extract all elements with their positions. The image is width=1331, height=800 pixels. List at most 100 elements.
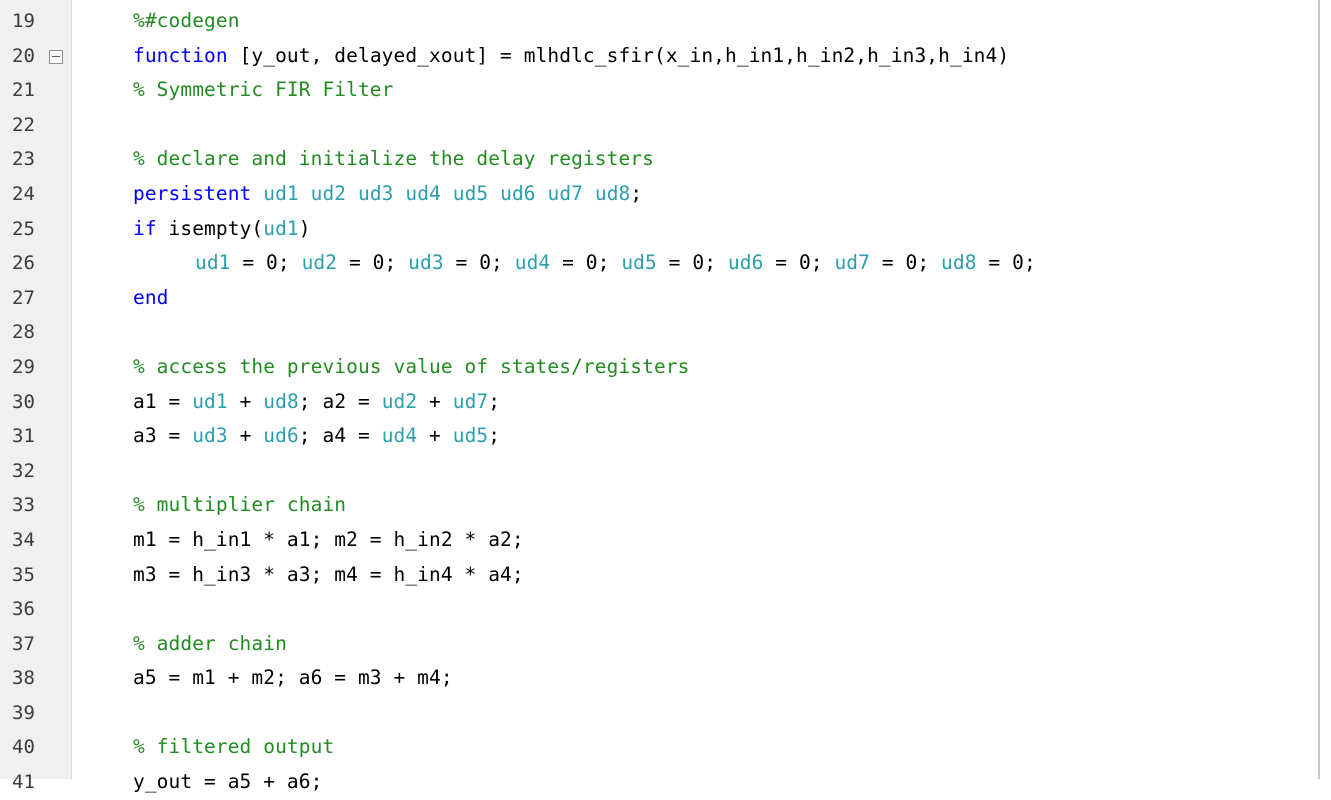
persistent-variable-token: ud8 xyxy=(941,251,977,275)
code-token xyxy=(583,182,595,205)
code-token: y_out = a5 + a6; xyxy=(133,770,323,794)
persistent-variable-token: ud5 xyxy=(452,181,489,205)
code-token: = 0; xyxy=(976,251,1036,275)
code-token: [y_out, delayed_xout] = mlhdlc_sfir(x_in… xyxy=(227,43,1010,67)
keyword-token: end xyxy=(133,285,169,309)
line-number: 36 xyxy=(12,598,35,621)
persistent-variable-token: ud2 xyxy=(381,389,418,413)
code-token: = 0; xyxy=(870,251,942,275)
line-number: 23 xyxy=(12,148,35,171)
code-line[interactable]: 19 %#codegen xyxy=(0,4,1318,39)
code-line[interactable]: 35 m3 = h_in3 * a3; m4 = h_in4 * a4; xyxy=(0,558,1318,593)
code-token: + xyxy=(227,389,264,413)
line-number: 32 xyxy=(12,459,35,482)
code-line[interactable]: 21 % Symmetric FIR Filter xyxy=(0,73,1318,108)
comment-token: % declare and initialize the delay regis… xyxy=(133,147,654,171)
keyword-token: if xyxy=(133,216,157,240)
code-line[interactable]: 37% adder chain xyxy=(0,627,1318,662)
persistent-variable-token: ud4 xyxy=(381,424,418,448)
code-line[interactable]: 38 a5 = m1 + m2; a6 = m3 + m4; xyxy=(0,661,1318,696)
code-token: m1 = h_in1 * a1; m2 = h_in2 * a2; xyxy=(133,527,524,551)
code-token: ; xyxy=(630,181,643,205)
comment-token: %#codegen xyxy=(133,9,240,32)
comment-token: % multiplier chain xyxy=(133,493,347,517)
line-number: 40 xyxy=(12,736,35,759)
code-token: a1 = xyxy=(133,389,193,413)
code-text: a1 = ud1 + ud8; a2 = ud2 + ud7; xyxy=(133,385,500,420)
code-token: = 0; xyxy=(763,251,835,275)
code-token: = 0; xyxy=(443,251,515,275)
line-number: 25 xyxy=(12,217,35,240)
code-token: = 0; xyxy=(550,251,622,275)
code-token xyxy=(536,182,548,205)
persistent-variable-token: ud7 xyxy=(547,181,584,205)
code-token: + xyxy=(417,389,453,413)
persistent-variable-token: ud7 xyxy=(834,251,870,275)
code-line[interactable]: 28 xyxy=(0,315,1318,350)
code-text: % filtered output xyxy=(133,730,334,765)
code-token: = 0; xyxy=(337,251,409,275)
code-token: ; a4 = xyxy=(298,424,382,448)
code-line[interactable]: 33 % multiplier chain xyxy=(0,488,1318,523)
code-token: a5 = m1 + m2; a6 = m3 + m4; xyxy=(133,666,453,690)
code-token xyxy=(299,182,311,205)
line-number: 33 xyxy=(12,494,35,517)
comment-token: % adder chain xyxy=(133,631,287,655)
code-text: m3 = h_in3 * a3; m4 = h_in4 * a4; xyxy=(133,558,524,593)
persistent-variable-token: ud2 xyxy=(310,181,347,205)
line-number: 35 xyxy=(12,563,35,586)
code-text: end xyxy=(133,281,169,316)
code-line[interactable]: 40 % filtered output xyxy=(0,730,1318,765)
code-text: a5 = m1 + m2; a6 = m3 + m4; xyxy=(133,661,453,696)
persistent-variable-token: ud1 xyxy=(263,216,299,240)
fold-collapse-icon[interactable] xyxy=(49,49,63,64)
persistent-variable-token: ud8 xyxy=(263,389,299,413)
persistent-variable-token: ud5 xyxy=(452,424,489,448)
code-text: m1 = h_in1 * a1; m2 = h_in2 * a2; xyxy=(133,523,524,558)
editor-right-border xyxy=(1318,0,1320,779)
code-line[interactable]: 32 xyxy=(0,454,1318,489)
code-token: m3 = h_in3 * a3; m4 = h_in4 * a4; xyxy=(133,562,524,586)
code-text: % multiplier chain xyxy=(133,488,346,523)
code-line[interactable]: 41 y_out = a5 + a6; xyxy=(0,765,1318,800)
code-token: isempty( xyxy=(156,216,264,240)
code-token: ; xyxy=(488,389,501,413)
persistent-variable-token: ud3 xyxy=(358,181,394,205)
persistent-variable-token: ud5 xyxy=(621,251,657,275)
persistent-variable-token: ud1 xyxy=(195,251,231,275)
keyword-token: persistent xyxy=(133,181,252,205)
line-number: 21 xyxy=(12,79,35,102)
code-line[interactable]: 36 xyxy=(0,592,1318,627)
line-number-gutter xyxy=(0,0,72,779)
code-text: ud1 = 0; ud2 = 0; ud3 = 0; ud4 = 0; ud5 … xyxy=(133,246,1036,281)
line-number: 38 xyxy=(12,667,35,690)
persistent-variable-token: ud6 xyxy=(500,181,536,205)
code-line[interactable]: 30 a1 = ud1 + ud8; a2 = ud2 + ud7; xyxy=(0,385,1318,420)
comment-token: % access the previous value of states/re… xyxy=(133,354,690,378)
line-number: 22 xyxy=(12,113,35,136)
code-line[interactable]: 39 xyxy=(0,696,1318,731)
line-number: 31 xyxy=(12,425,35,448)
code-line[interactable]: 22 xyxy=(0,108,1318,143)
code-token xyxy=(441,182,453,205)
line-number: 19 xyxy=(12,10,35,32)
persistent-variable-token: ud2 xyxy=(301,251,338,275)
persistent-variable-token: ud1 xyxy=(192,389,228,413)
line-number: 41 xyxy=(12,771,35,794)
code-line[interactable]: 23 % declare and initialize the delay reg… xyxy=(0,142,1318,177)
code-text: % Symmetric FIR Filter xyxy=(133,73,393,108)
code-line[interactable]: 29% access the previous value of states/… xyxy=(0,350,1318,385)
code-token: ; a2 = xyxy=(298,389,382,413)
line-number: 30 xyxy=(12,390,35,413)
code-token: = 0; xyxy=(656,251,728,275)
persistent-variable-token: ud3 xyxy=(192,424,228,448)
